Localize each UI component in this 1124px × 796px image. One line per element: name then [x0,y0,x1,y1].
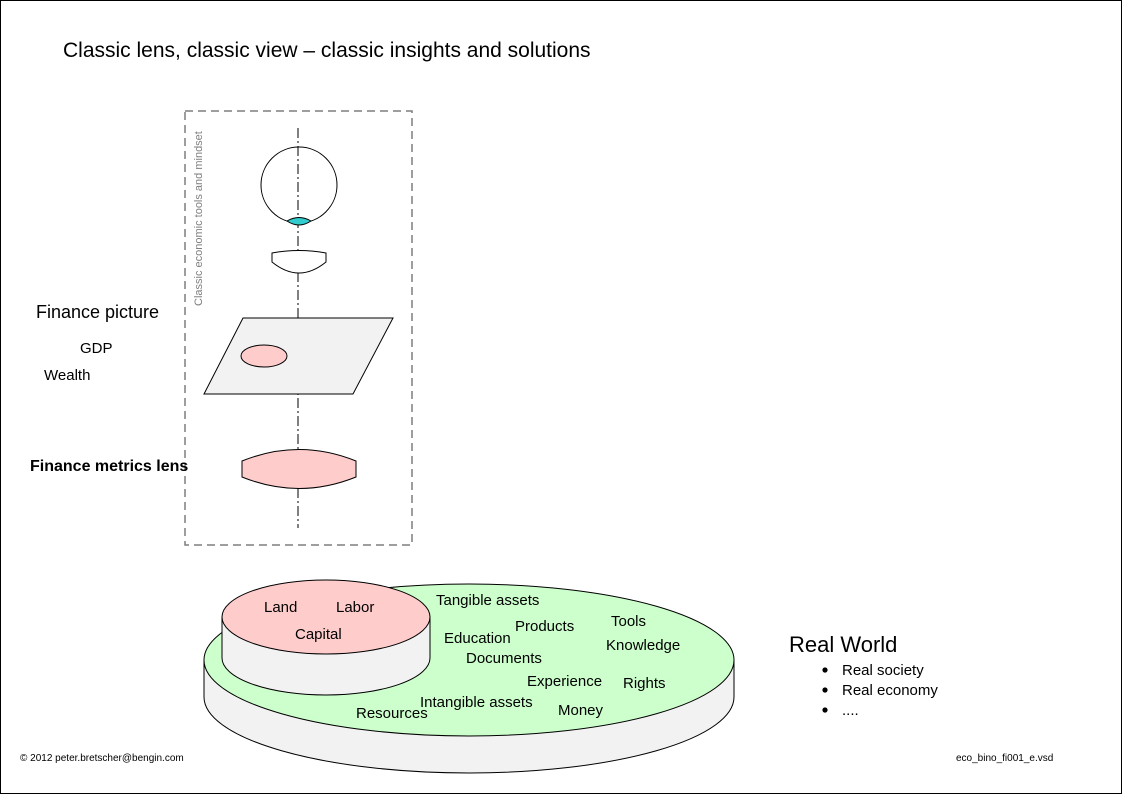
page-title: Classic lens, classic view – classic ins… [63,39,591,62]
factors-disc [221,579,431,655]
finance-metrics-lens [241,449,357,489]
factor-labor: Labor [336,599,374,616]
real-world-bullet-more: .... [842,702,859,719]
finance-item-gdp: GDP [80,340,113,357]
world-item-money: Money [558,702,604,719]
bullet-icon [822,667,828,673]
world-item-education: Education [444,630,511,647]
factor-capital: Capital [295,626,342,643]
world-item-resources: Resources [356,705,428,722]
footer-filename: eco_bino_fi001_e.vsd [956,753,1053,764]
mindset-label: Classic economic tools and mindset [193,131,205,306]
world-item-knowledge: Knowledge [606,637,680,654]
world-item-products: Products [515,618,574,635]
factor-land: Land [264,599,297,616]
eye-icon [260,146,338,224]
finance-picture-heading: Finance picture [36,302,159,322]
lens-label: Finance metrics lens [30,458,188,475]
world-item-intangible-assets: Intangible assets [420,694,533,711]
finance-picture-plane [203,317,394,395]
bullet-icon [822,707,828,713]
finance-picture-spot [240,344,288,368]
real-world-heading: Real World [789,632,897,657]
real-world-bullet-society: Real society [842,662,924,679]
world-item-tools: Tools [611,613,646,630]
real-world-bullet-economy: Real economy [842,682,938,699]
eye-lens-icon [286,217,312,226]
world-item-rights: Rights [623,675,666,692]
world-item-experience: Experience [527,673,602,690]
finance-item-wealth: Wealth [44,367,90,384]
mindset-box [184,110,413,546]
bullet-icon [822,687,828,693]
world-item-documents: Documents [466,650,542,667]
world-item-tangible-assets: Tangible assets [436,592,539,609]
small-lens-icon [271,250,327,274]
footer-copyright: © 2012 peter.bretscher@bengin.com [20,753,184,764]
